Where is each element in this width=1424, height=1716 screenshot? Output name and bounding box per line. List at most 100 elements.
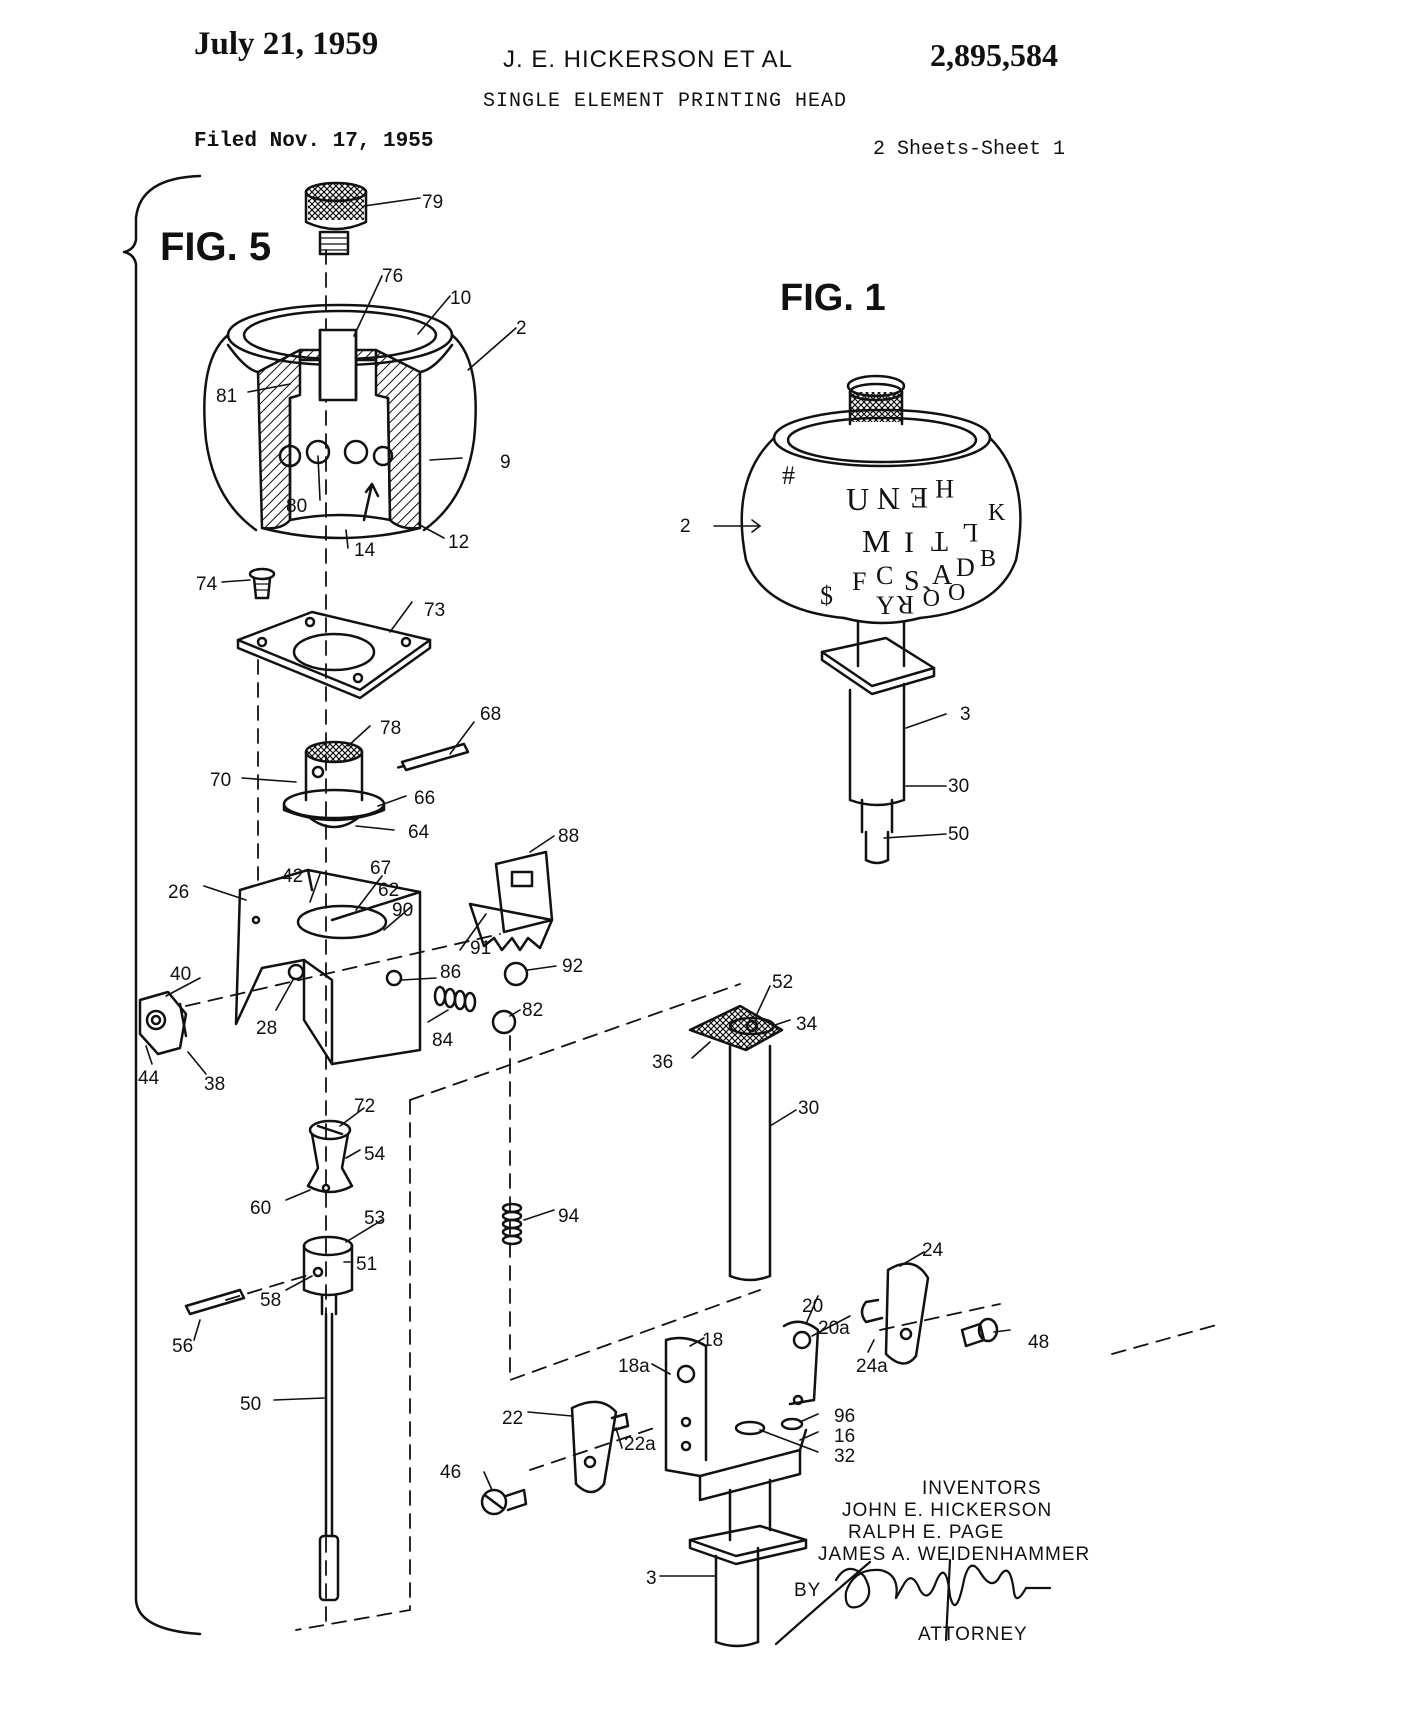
ref-9: 9 bbox=[500, 452, 511, 473]
shaft-50 bbox=[302, 1235, 354, 1602]
ref-53: 53 bbox=[364, 1208, 385, 1229]
char-t: T bbox=[931, 525, 948, 556]
ref-24a: 24a bbox=[856, 1356, 888, 1377]
inventor-name-2: RALPH E. PAGE bbox=[848, 1522, 1005, 1543]
ref-92: 92 bbox=[562, 956, 583, 977]
inventor-name-1: JOHN E. HICKERSON bbox=[842, 1500, 1053, 1521]
signature-by: BY bbox=[794, 1580, 822, 1601]
ref-46: 46 bbox=[440, 1462, 461, 1483]
ref-56: 56 bbox=[172, 1336, 193, 1357]
ref-18: 18 bbox=[702, 1330, 723, 1351]
type-ball-section bbox=[203, 303, 477, 540]
fig5-brace bbox=[122, 174, 202, 1636]
screw-48 bbox=[960, 1317, 999, 1348]
ref-2: 2 bbox=[516, 318, 527, 339]
ref-18a: 18a bbox=[618, 1356, 650, 1377]
ref-30: 30 bbox=[798, 1098, 819, 1119]
char-k: K bbox=[988, 500, 1006, 526]
ref-76: 76 bbox=[382, 266, 403, 287]
ref-91: 91 bbox=[470, 938, 491, 959]
ref-58: 58 bbox=[260, 1290, 281, 1311]
ref-20a: 20a bbox=[818, 1318, 850, 1339]
reference-numerals: 79 76 10 2 81 9 80 14 12 74 73 68 78 70 … bbox=[138, 192, 1049, 1589]
spring-84 bbox=[433, 985, 477, 1013]
ref-42: 42 bbox=[282, 866, 303, 887]
ref-78: 78 bbox=[380, 718, 401, 739]
char-hash: # bbox=[782, 461, 795, 490]
ref-20: 20 bbox=[802, 1296, 823, 1317]
char-i: I bbox=[904, 526, 914, 559]
leader-lines bbox=[145, 197, 1011, 1577]
ref-96: 96 bbox=[834, 1406, 855, 1427]
ref-52: 52 bbox=[772, 972, 793, 993]
rack-88 bbox=[468, 850, 554, 952]
ref-50: 50 bbox=[240, 1394, 261, 1415]
support-3 bbox=[688, 1524, 808, 1648]
char-l: L bbox=[962, 518, 978, 547]
patent-number: 2,895,584 bbox=[930, 37, 1058, 73]
ref-88: 88 bbox=[558, 826, 579, 847]
plate-73 bbox=[236, 610, 432, 700]
ref-22a: 22a bbox=[624, 1434, 656, 1455]
spring-94 bbox=[501, 1202, 523, 1246]
ref-28: 28 bbox=[256, 1018, 277, 1039]
char-s: S bbox=[904, 566, 920, 597]
ref-79: 79 bbox=[422, 192, 443, 213]
ref-51: 51 bbox=[356, 1254, 377, 1275]
screw-46 bbox=[480, 1488, 528, 1516]
char-a: A bbox=[932, 560, 953, 591]
bracket-22 bbox=[570, 1400, 630, 1494]
ref-34: 34 bbox=[796, 1014, 818, 1035]
ref-70: 70 bbox=[210, 770, 231, 791]
ball-82 bbox=[491, 1009, 517, 1035]
char-h: H bbox=[935, 474, 954, 503]
char-f: F bbox=[852, 567, 866, 596]
ref-26: 26 bbox=[168, 882, 189, 903]
char-d: D bbox=[956, 553, 975, 582]
char-r: R bbox=[896, 590, 914, 619]
ref-74: 74 bbox=[196, 574, 218, 595]
char-o: O bbox=[948, 580, 965, 606]
dash-line-4 bbox=[509, 1035, 761, 1381]
ball-92 bbox=[503, 961, 529, 987]
ref-60: 60 bbox=[250, 1198, 271, 1219]
dash-line-1 bbox=[185, 933, 501, 1007]
fig1-assembly bbox=[740, 374, 1022, 865]
ref-24: 24 bbox=[922, 1240, 944, 1261]
fig1-leader-lines bbox=[713, 519, 947, 839]
ref-22: 22 bbox=[502, 1408, 523, 1429]
ref-3: 3 bbox=[646, 1568, 657, 1589]
attorney-label: ATTORNEY bbox=[918, 1624, 1028, 1645]
pin-68 bbox=[394, 742, 470, 772]
ref-84: 84 bbox=[432, 1030, 454, 1051]
char-m: M bbox=[862, 523, 890, 559]
inventor-header: J. E. HICKERSON ET AL bbox=[503, 46, 793, 73]
char-q: Q bbox=[923, 584, 940, 610]
inventor-name-3: JAMES A. WEIDENHAMMER bbox=[818, 1544, 1091, 1565]
inventors-heading: INVENTORS bbox=[922, 1478, 1042, 1499]
ref-67: 67 bbox=[370, 858, 391, 879]
ref-94: 94 bbox=[558, 1206, 580, 1227]
dash-line-7 bbox=[1111, 1323, 1221, 1355]
pin-56 bbox=[184, 1288, 246, 1316]
frame-16 bbox=[664, 1320, 820, 1542]
part-54 bbox=[306, 1119, 354, 1194]
hub-66 bbox=[282, 740, 386, 829]
screw-74 bbox=[248, 567, 276, 600]
ref-64: 64 bbox=[408, 822, 430, 843]
char-c: C bbox=[876, 561, 893, 590]
ref-80: 80 bbox=[286, 496, 307, 517]
patent-date: July 21, 1959 bbox=[194, 26, 379, 62]
ref-81: 81 bbox=[216, 386, 237, 407]
ref-12: 12 bbox=[448, 532, 469, 553]
ref-fig1-50: 50 bbox=[948, 824, 969, 845]
char-b: B bbox=[980, 546, 996, 572]
char-y: Y bbox=[876, 591, 895, 620]
ref-14: 14 bbox=[354, 540, 376, 561]
knob-79 bbox=[304, 181, 368, 256]
ref-fig1-3: 3 bbox=[960, 704, 971, 725]
ref-fig1-30: 30 bbox=[948, 776, 969, 797]
dash-line-2 bbox=[295, 1099, 411, 1631]
ref-44: 44 bbox=[138, 1068, 160, 1089]
